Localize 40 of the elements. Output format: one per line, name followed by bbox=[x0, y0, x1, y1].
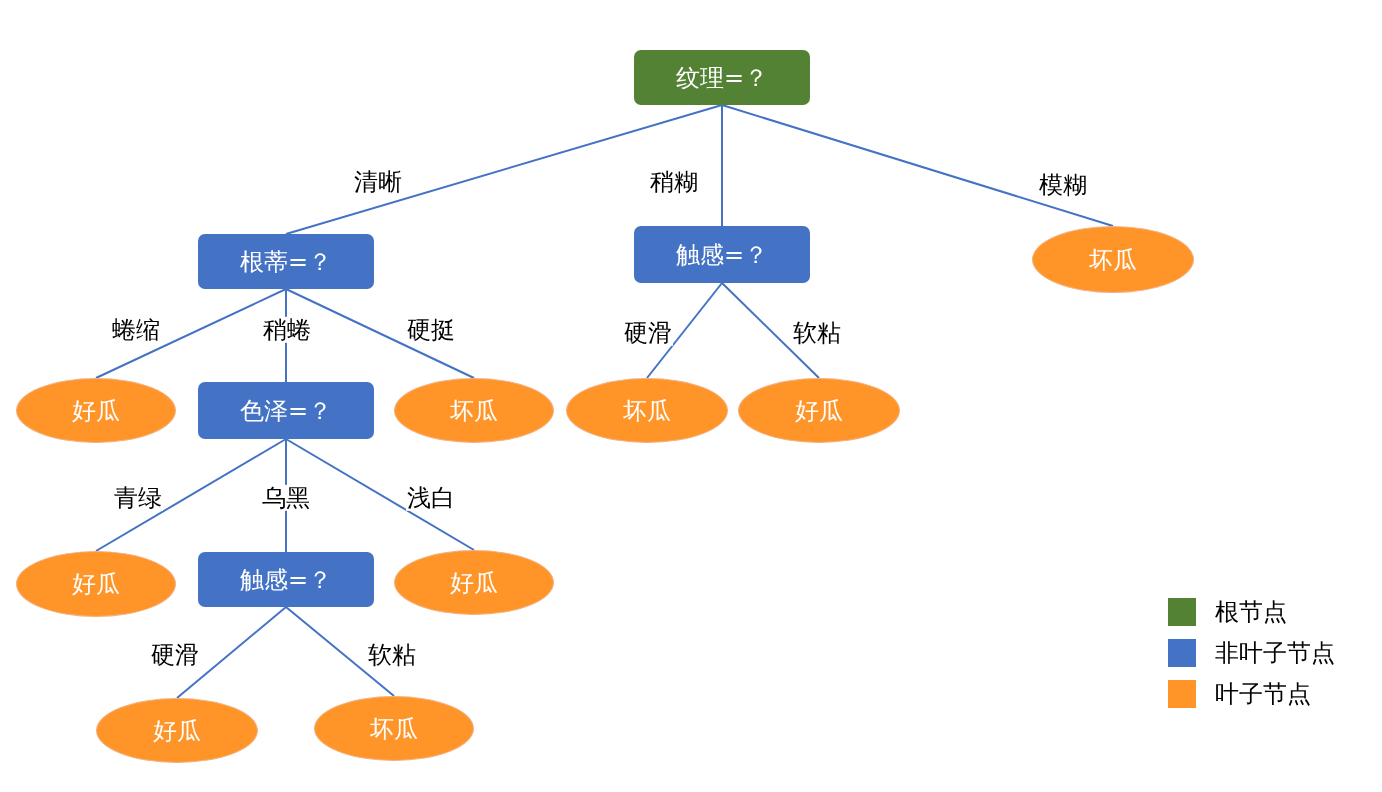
leaf-ellipse: 好瓜 bbox=[394, 550, 554, 615]
connector-line bbox=[95, 438, 287, 552]
leaf-ellipse: 坏瓜 bbox=[314, 696, 474, 761]
edge-label: 软粘 bbox=[792, 319, 842, 347]
decision-box: 触感=？ bbox=[634, 226, 810, 283]
connector-line bbox=[721, 104, 1114, 227]
edge-label: 清晰 bbox=[353, 168, 403, 196]
leaf-ellipse: 好瓜 bbox=[738, 378, 900, 443]
decision-box: 触感=？ bbox=[198, 552, 374, 607]
leaf-ellipse: 坏瓜 bbox=[1032, 226, 1194, 293]
edge-label: 蜷缩 bbox=[111, 316, 161, 344]
root-node-box: 纹理=？ bbox=[634, 50, 810, 105]
connector-line bbox=[721, 104, 723, 227]
connector-line bbox=[646, 282, 723, 379]
connector-line bbox=[285, 606, 395, 697]
leaf-ellipse: 好瓜 bbox=[16, 378, 176, 443]
connector-line bbox=[95, 288, 287, 379]
connector-line bbox=[721, 282, 820, 379]
edge-label: 稍糊 bbox=[649, 168, 699, 196]
connector-line bbox=[285, 438, 475, 551]
edge-label: 乌黑 bbox=[261, 484, 311, 512]
edge-label: 软粘 bbox=[367, 641, 417, 669]
legend-label: 非叶子节点 bbox=[1215, 638, 1335, 669]
legend-label: 叶子节点 bbox=[1215, 679, 1311, 710]
decision-box: 根蒂=？ bbox=[198, 234, 374, 289]
leaf-ellipse: 坏瓜 bbox=[566, 378, 728, 443]
decision-box: 色泽=？ bbox=[198, 382, 374, 439]
legend-label: 根节点 bbox=[1215, 597, 1287, 628]
edge-label: 硬滑 bbox=[623, 319, 673, 347]
leaf-ellipse: 坏瓜 bbox=[394, 378, 554, 443]
connector-line bbox=[176, 606, 287, 699]
connector-line bbox=[285, 104, 723, 235]
edge-label: 模糊 bbox=[1038, 171, 1088, 199]
edge-label: 青绿 bbox=[113, 484, 163, 512]
edge-label: 硬挺 bbox=[406, 316, 456, 344]
leaf-ellipse: 好瓜 bbox=[16, 551, 176, 617]
edge-label: 稍蜷 bbox=[262, 316, 312, 344]
connector-line bbox=[285, 288, 475, 379]
edge-label: 硬滑 bbox=[150, 641, 200, 669]
leaf-ellipse: 好瓜 bbox=[96, 698, 258, 763]
